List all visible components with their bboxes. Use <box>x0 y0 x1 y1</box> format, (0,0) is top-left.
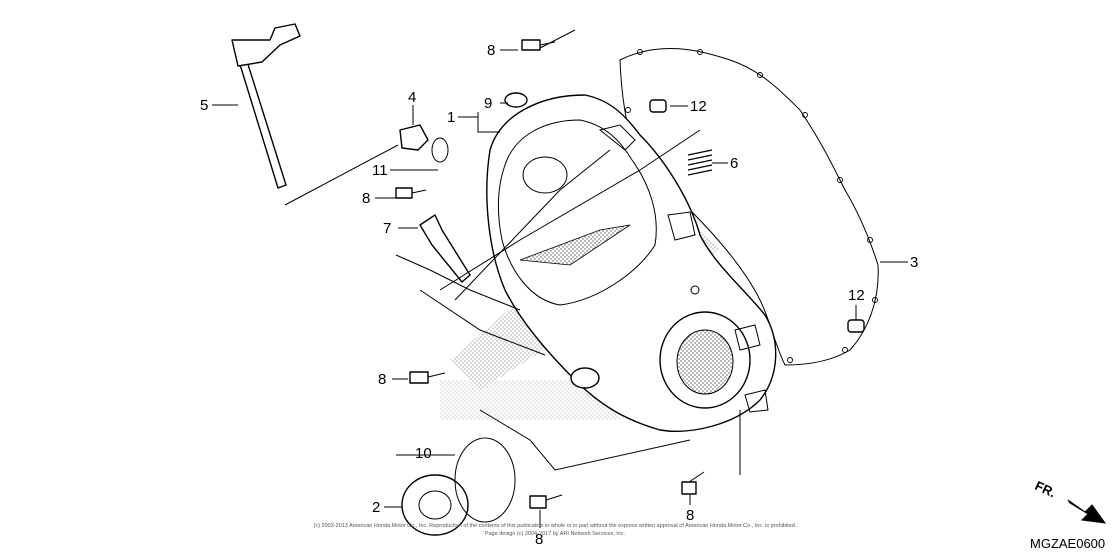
callout-6: 6 <box>730 155 738 172</box>
callout-11: 11 <box>372 162 388 179</box>
callout-4: 4 <box>408 89 416 106</box>
copyright-line-2: Page design (c) 2004-2017 by ARI Network… <box>485 531 626 537</box>
callout-8-bottom: 8 <box>535 531 543 548</box>
callout-9: 9 <box>484 95 492 112</box>
part-12-dowel-right <box>847 319 865 333</box>
shift-spindle-part-5 <box>231 23 301 189</box>
callout-1: 1 <box>447 109 455 126</box>
callout-5: 5 <box>200 97 208 114</box>
callout-8-top: 8 <box>487 42 495 59</box>
copyright-line-1: (c) 2003-2013 American Honda Motor Co., … <box>314 523 797 529</box>
direction-label: FR. <box>1033 478 1058 500</box>
callout-12-right: 12 <box>848 287 865 304</box>
gasket-holes <box>625 49 878 363</box>
leader-lines <box>212 29 908 528</box>
part-7-bracket <box>419 214 471 283</box>
bolts-part-8 <box>395 39 705 509</box>
drawing-code: MGZAE0600 <box>1030 536 1105 551</box>
callout-8-left: 8 <box>362 190 370 207</box>
part-10-oring <box>454 437 516 523</box>
callout-8-mid: 8 <box>378 371 386 388</box>
callout-7: 7 <box>383 220 391 237</box>
callout-10: 10 <box>415 445 432 462</box>
callout-3: 3 <box>910 254 918 271</box>
callout-8-bottom-right: 8 <box>686 507 694 524</box>
part-4-cap <box>399 124 449 163</box>
part-2-cap <box>401 474 469 536</box>
front-direction-arrow: FR. <box>1033 478 1107 524</box>
clutch-cover <box>486 94 777 432</box>
callout-12-top: 12 <box>690 98 707 115</box>
callout-2: 2 <box>372 499 380 516</box>
part-12-dowel-top <box>649 99 667 113</box>
part-9-seal <box>504 92 528 108</box>
part-6-spring <box>687 149 713 176</box>
